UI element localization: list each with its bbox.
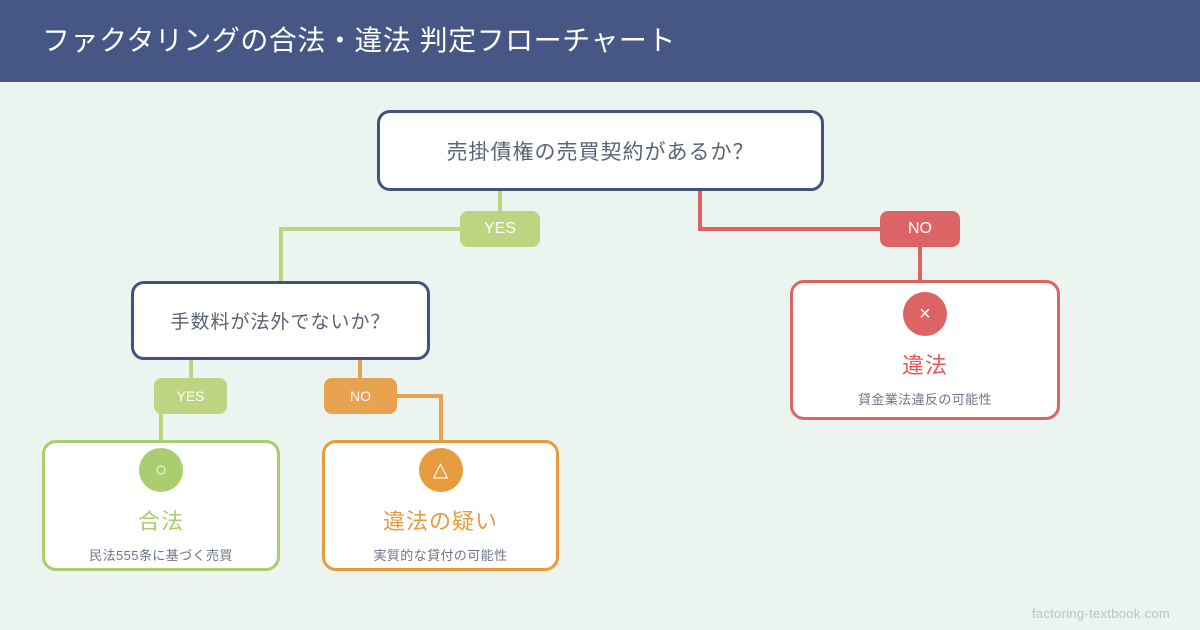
triangle-warning-icon: △	[418, 447, 463, 492]
decision-node-sale-contract[interactable]: 売掛債権の売買契約があるか？	[377, 110, 824, 191]
cross-ng-icon-glyph: ×	[919, 303, 931, 325]
decision-node-fee-reasonable-label: 手数料が法外でないか？	[170, 312, 391, 333]
edge-badge-root-no[interactable]: NO	[880, 211, 960, 247]
result-node-legal[interactable]: ○ 合法 民法555条に基づく売買	[42, 440, 280, 571]
edge-badge-fee-no[interactable]: NO	[324, 378, 397, 414]
edge-badge-fee-no-label: NO	[350, 388, 371, 404]
connector-fee-no-to-suspect	[397, 394, 443, 440]
edge-badge-root-yes-label: YES	[483, 220, 516, 237]
decision-node-fee-reasonable[interactable]: 手数料が法外でないか？	[131, 281, 430, 360]
edge-badge-root-yes[interactable]: YES	[460, 211, 540, 247]
edge-badge-fee-yes-label: YES	[176, 388, 205, 404]
footer-credit: factoring-textbook.com	[1031, 606, 1170, 621]
result-node-illegal[interactable]: × 違法 貸金業法違反の可能性	[790, 280, 1060, 420]
edge-badge-fee-yes[interactable]: YES	[154, 378, 227, 414]
result-node-legal-subtitle: 民法555条に基づく売買	[89, 547, 233, 563]
circle-ok-icon: ○	[139, 447, 183, 492]
page-header: ファクタリングの合法・違法 判定フローチャート	[0, 0, 1200, 82]
circle-ok-icon-glyph: ○	[154, 458, 168, 481]
connector-root-no-to-badge	[698, 191, 880, 231]
result-node-suspect[interactable]: △ 違法の疑い 実質的な貸付の可能性	[322, 440, 559, 571]
result-node-illegal-subtitle: 貸金業法違反の可能性	[857, 392, 992, 407]
result-node-suspect-subtitle: 実質的な貸付の可能性	[373, 547, 508, 563]
result-node-illegal-title: 違法	[901, 353, 948, 378]
edge-badge-root-no-label: NO	[908, 220, 932, 237]
connector-root-yes-to-fee	[279, 227, 460, 281]
result-node-legal-title: 合法	[137, 508, 184, 534]
decision-node-sale-contract-label: 売掛債権の売買契約があるか？	[446, 140, 755, 164]
triangle-warning-icon-glyph: △	[432, 458, 449, 481]
cross-ng-icon: ×	[903, 292, 947, 336]
result-node-suspect-title: 違法の疑い	[382, 508, 498, 534]
page-title: ファクタリングの合法・違法 判定フローチャート	[42, 25, 676, 56]
